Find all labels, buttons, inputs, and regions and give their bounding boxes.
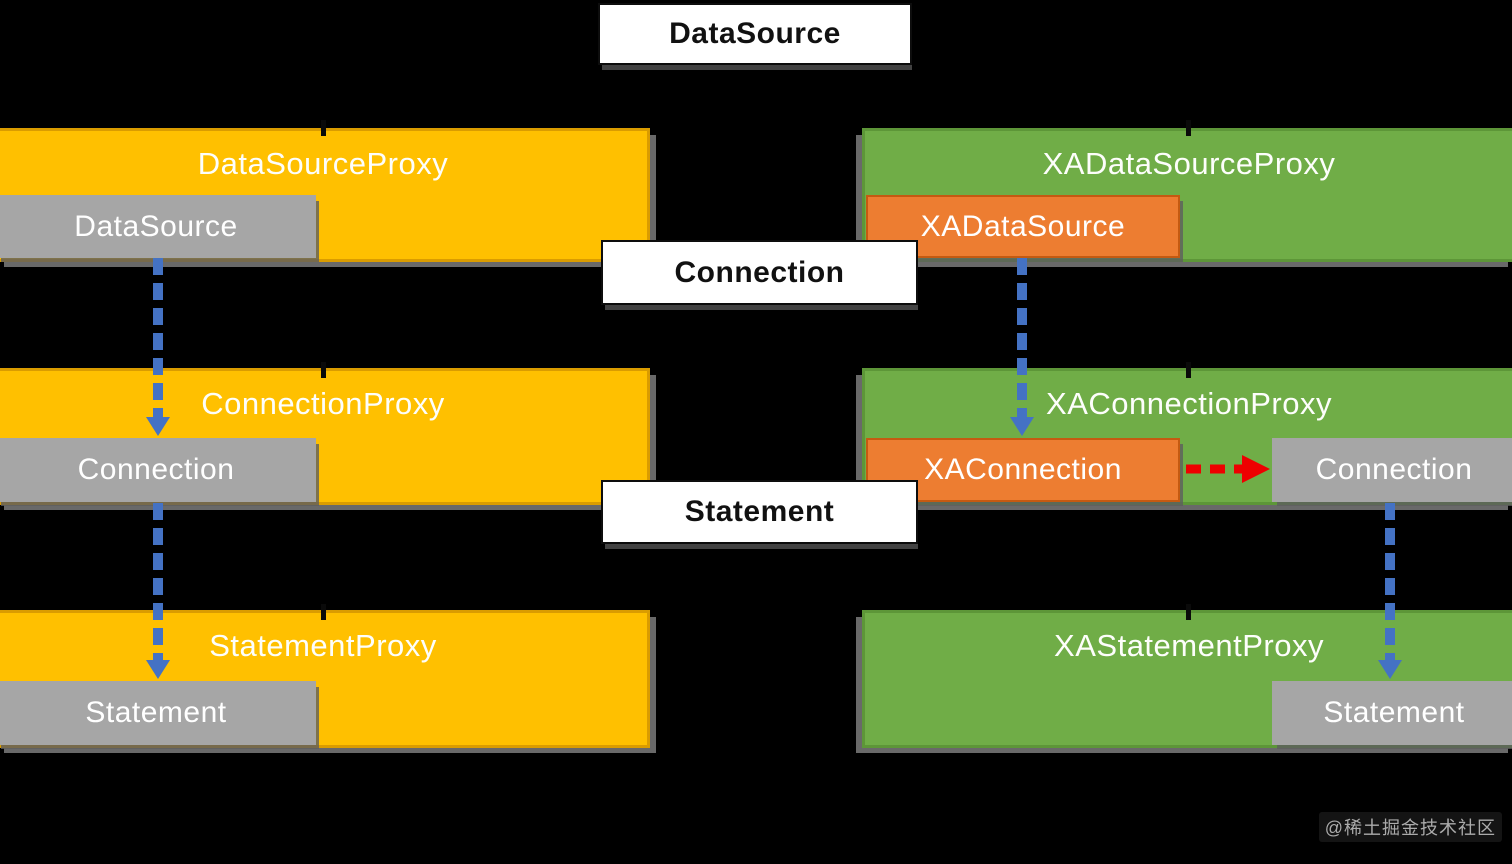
xa-connection-secondary-label: Connection bbox=[1315, 453, 1473, 486]
xa-datasource-proxy-label: XADataSourceProxy bbox=[1042, 146, 1336, 181]
xa-statement-proxy-label: XAStatementProxy bbox=[1054, 628, 1324, 663]
xa-connection-proxy-label: XAConnectionProxy bbox=[1046, 386, 1332, 421]
watermark: @稀土掘金技术社区 bbox=[1318, 812, 1502, 842]
connection-proxy-label: ConnectionProxy bbox=[201, 386, 445, 421]
connector-tick bbox=[1186, 120, 1191, 136]
xa-connection-inner-label: XAConnection bbox=[924, 453, 1122, 486]
statement-title-box: Statement bbox=[601, 480, 918, 544]
connector-tick bbox=[321, 604, 326, 620]
connector-tick bbox=[1186, 362, 1191, 378]
xa-statement-secondary-box: Statement bbox=[1272, 681, 1512, 745]
xa-datasource-inner-box: XADataSource bbox=[866, 195, 1180, 258]
connector-tick bbox=[321, 362, 326, 378]
xa-datasource-inner-label: XADataSource bbox=[920, 209, 1126, 243]
connector-tick bbox=[1186, 604, 1191, 620]
datasource-proxy-label: DataSourceProxy bbox=[197, 146, 449, 181]
connection-inner-box: Connection bbox=[0, 438, 316, 502]
statement-inner-label: Statement bbox=[85, 696, 227, 729]
statement-title-label: Statement bbox=[684, 495, 835, 528]
xa-connection-inner-box: XAConnection bbox=[866, 438, 1180, 502]
connection-inner-label: Connection bbox=[77, 453, 235, 486]
statement-inner-box: Statement bbox=[0, 681, 316, 745]
datasource-inner-box: DataSource bbox=[0, 195, 316, 258]
xa-statement-secondary-label: Statement bbox=[1323, 696, 1465, 729]
connection-title-box: Connection bbox=[601, 240, 918, 305]
xa-connection-secondary-box: Connection bbox=[1272, 438, 1512, 502]
connection-title-label: Connection bbox=[674, 255, 845, 289]
datasource-title-label: DataSource bbox=[669, 17, 841, 50]
statement-proxy-label: StatementProxy bbox=[209, 628, 437, 663]
connector-tick bbox=[321, 120, 326, 136]
datasource-title-box: DataSource bbox=[598, 3, 912, 65]
datasource-inner-label: DataSource bbox=[74, 209, 238, 243]
